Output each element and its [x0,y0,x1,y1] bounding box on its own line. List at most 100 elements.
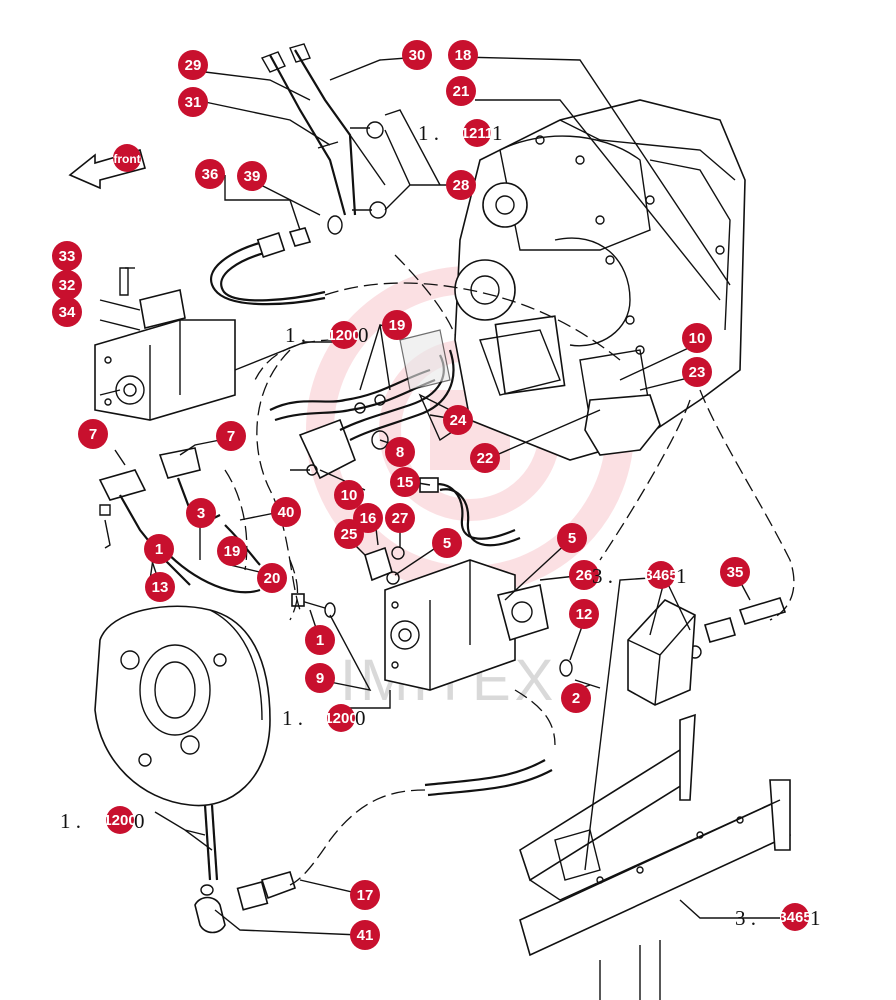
callout-27: 27 [385,503,415,533]
callout-dot [195,159,225,189]
callout-3: 3 [186,498,216,528]
reference-label: 3 . 3465 1 [592,561,687,589]
callout-number: 7 [89,426,97,443]
callout-10: 10 [334,480,364,510]
valve-box-edges [627,614,696,706]
callout-2: 2 [561,683,591,713]
callout-5: 5 [432,528,462,558]
callout-dot [186,498,216,528]
callout-35: 35 [720,557,750,587]
callout-number: 30 [409,47,426,64]
callout-number: 8 [396,444,404,461]
callout-number: 1 [316,632,324,649]
callout-dot [216,421,246,451]
reference-label: 1 . 1200 0 [285,321,369,349]
callout-5: 5 [557,523,587,553]
callout-number: 16 [360,510,377,527]
transmission-housing [454,99,746,461]
callout-41: 41 [350,920,380,950]
callout-9: 9 [305,663,335,693]
callout-number: 3 [197,505,205,522]
callout-dot [334,480,364,510]
left-hydraulic-pump [94,267,236,421]
callout-26: 26 [569,560,599,590]
svg-text:1211: 1211 [461,125,494,142]
callout-number: 31 [185,94,202,111]
callout-number: 21 [453,83,470,100]
callout-24: 24 [443,405,473,435]
callout-dot [557,523,587,553]
callout-number: 20 [264,570,281,587]
callout-number: 10 [341,487,358,504]
callout-dot [446,76,476,106]
callout-19: 19 [217,536,247,566]
callout-number: 13 [152,579,169,596]
callout-31: 31 [178,87,208,117]
callout-number: 35 [727,564,744,581]
frame-rails [519,713,791,1000]
svg-text:1200: 1200 [327,327,360,344]
lower-hose [424,759,546,787]
callout-28: 28 [446,170,476,200]
callout-dot [385,437,415,467]
callout-number: 15 [397,474,414,491]
callout-number: 29 [185,57,202,74]
svg-text:3465: 3465 [644,567,677,584]
fittings-35 [688,597,787,659]
callout-30: 30 [402,40,432,70]
callout-number: 33 [59,248,76,265]
front-marker [113,144,141,172]
callout-dot [682,323,712,353]
callout-number: 10 [689,330,706,347]
callout-number: 27 [392,510,409,527]
callout-number: 9 [316,670,324,687]
callout-17: 17 [350,880,380,910]
callout-dot [52,270,82,300]
callout-dot [448,40,478,70]
callout-number: 17 [357,887,374,904]
callout-dot [385,503,415,533]
callout-number: 19 [389,317,406,334]
reference-label: 3 . 3465 1 [735,903,821,931]
callout-dot [52,241,82,271]
callout-dot [237,161,267,191]
callout-21: 21 [446,76,476,106]
callout-7: 7 [216,421,246,451]
callout-33: 33 [52,241,82,271]
callout-dot [443,405,473,435]
callout-19: 19 [382,310,412,340]
callout-dot [217,536,247,566]
callout-number: 39 [244,168,261,185]
svg-text:0: 0 [358,323,369,347]
fittings-17-41 [194,804,296,934]
leader-lines [99,56,780,936]
callout-number: 32 [59,277,76,294]
reference-label: 1 . 1211 1 [418,119,503,147]
svg-text:3 .: 3 . [735,906,756,930]
flywheel-housing [94,605,271,807]
svg-text:1 .: 1 . [418,121,439,145]
callout-dot [52,297,82,327]
callout-22: 22 [470,443,500,473]
right-hydraulic-pump [384,559,601,691]
callout-dot [682,357,712,387]
svg-text:1: 1 [810,906,821,930]
callout-number: 28 [453,177,470,194]
callout-29: 29 [178,50,208,80]
callout-number: 5 [443,535,451,552]
callout-dot [446,170,476,200]
callout-dot [78,419,108,449]
callout-number: 23 [689,364,706,381]
callout-number: 26 [576,567,593,584]
hose-nut [256,232,286,258]
callout-34: 34 [52,297,82,327]
svg-text:1 .: 1 . [282,706,303,730]
callout-number: 5 [568,530,576,547]
callout-dot [271,497,301,527]
svg-text:1: 1 [492,121,503,145]
callout-12: 12 [569,599,599,629]
callout-number: 34 [59,304,76,321]
svg-text:0: 0 [355,706,366,730]
callout-32: 32 [52,270,82,300]
